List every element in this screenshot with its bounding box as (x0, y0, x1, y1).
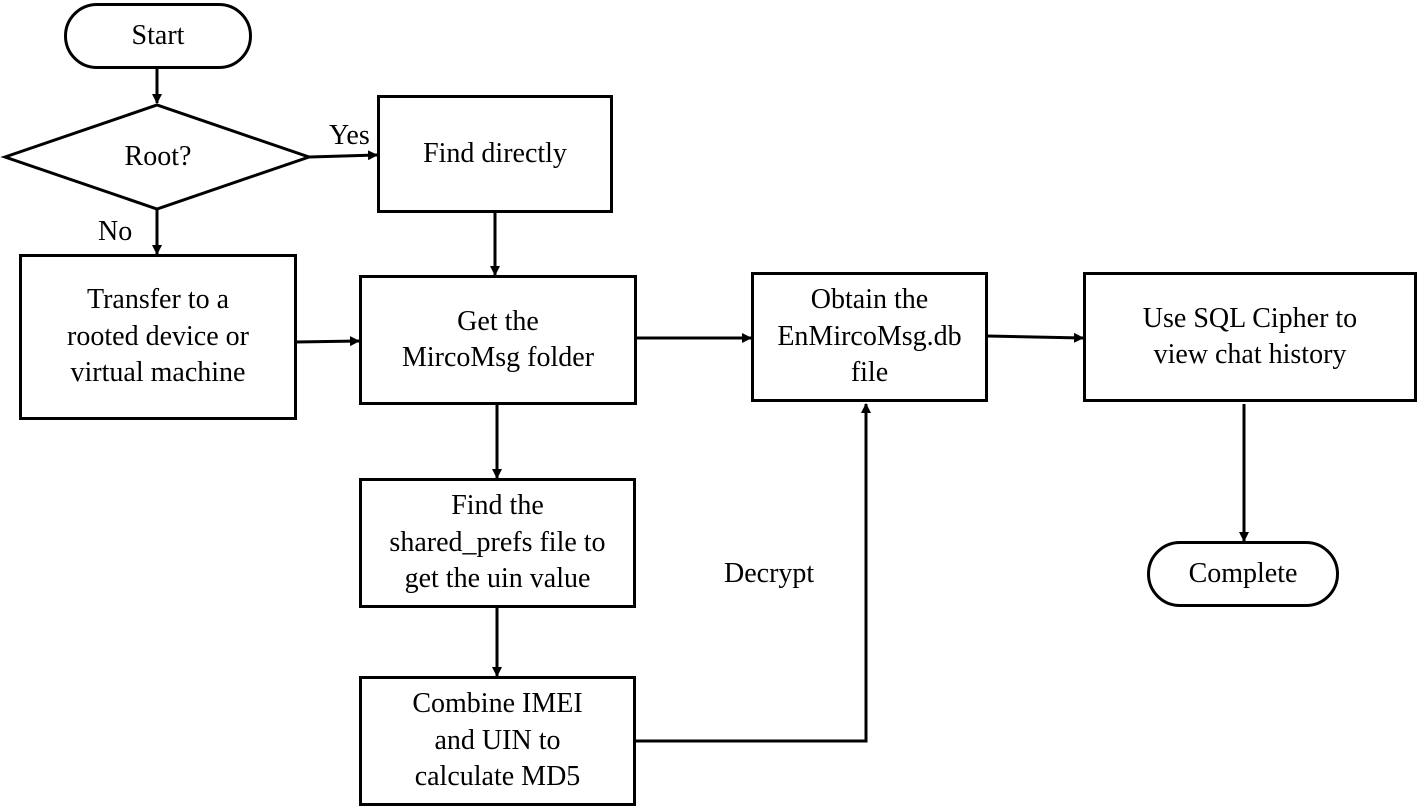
obtain-db-line-2: EnMircoMsg.db (777, 320, 962, 352)
edge-label-decrypt: Decrypt (724, 558, 815, 589)
edge-label-no: No (98, 216, 133, 247)
start-label: Start (131, 19, 185, 51)
transfer-box: Transfer to a rooted device or virtual m… (19, 254, 297, 420)
get-folder-line-2: MircoMsg folder (401, 342, 595, 373)
combine-line-3: calculate MD5 (414, 761, 581, 793)
arrow-combine-to-obtain-db-decrypt (636, 403, 871, 743)
complete-label: Complete (1188, 557, 1298, 589)
find-directly-label: Find directly (423, 137, 567, 169)
arrow-transfer-to-get-folder (295, 336, 360, 347)
use-sql-line-1: Use SQL Cipher to (1142, 302, 1358, 334)
obtain-db-box: Obtain the EnMircoMsg.db file (751, 272, 988, 402)
find-prefs-box: Find the shared_prefs file to get the ui… (359, 478, 636, 608)
edge-label-yes: Yes (329, 120, 370, 151)
use-sql-line-2: view chat history (1153, 339, 1347, 370)
combine-box: Combine IMEI and UIN to calculate MD5 (359, 676, 636, 806)
root-decision-label-box: Root? (85, 137, 231, 177)
root-decision-label: Root? (124, 140, 192, 172)
find-prefs-line-2: shared_prefs file to (389, 526, 606, 558)
arrow-obtain-db-to-use-sql (986, 332, 1084, 343)
find-prefs-line-3: get the uin value (404, 563, 591, 595)
obtain-db-line-1: Obtain the (810, 284, 929, 316)
find-directly-box: Find directly (377, 95, 613, 213)
obtain-db-line-3: file (850, 357, 889, 389)
combine-line-1: Combine IMEI (412, 688, 583, 720)
transfer-line-2: rooted device or (67, 320, 249, 352)
get-folder-box: Get the MircoMsg folder (359, 275, 637, 405)
combine-line-2: and UIN to (434, 724, 561, 756)
arrow-root-yes-to-find-directly (308, 150, 378, 161)
complete-terminal: Complete (1147, 541, 1339, 607)
transfer-line-1: Transfer to a (86, 284, 230, 316)
use-sql-box: Use SQL Cipher to view chat history (1083, 272, 1417, 402)
start-terminal: Start (64, 3, 252, 69)
find-prefs-line-1: Find the (451, 490, 544, 522)
transfer-line-3: virtual machine (70, 357, 246, 389)
get-folder-line-1: Get the (457, 305, 539, 337)
